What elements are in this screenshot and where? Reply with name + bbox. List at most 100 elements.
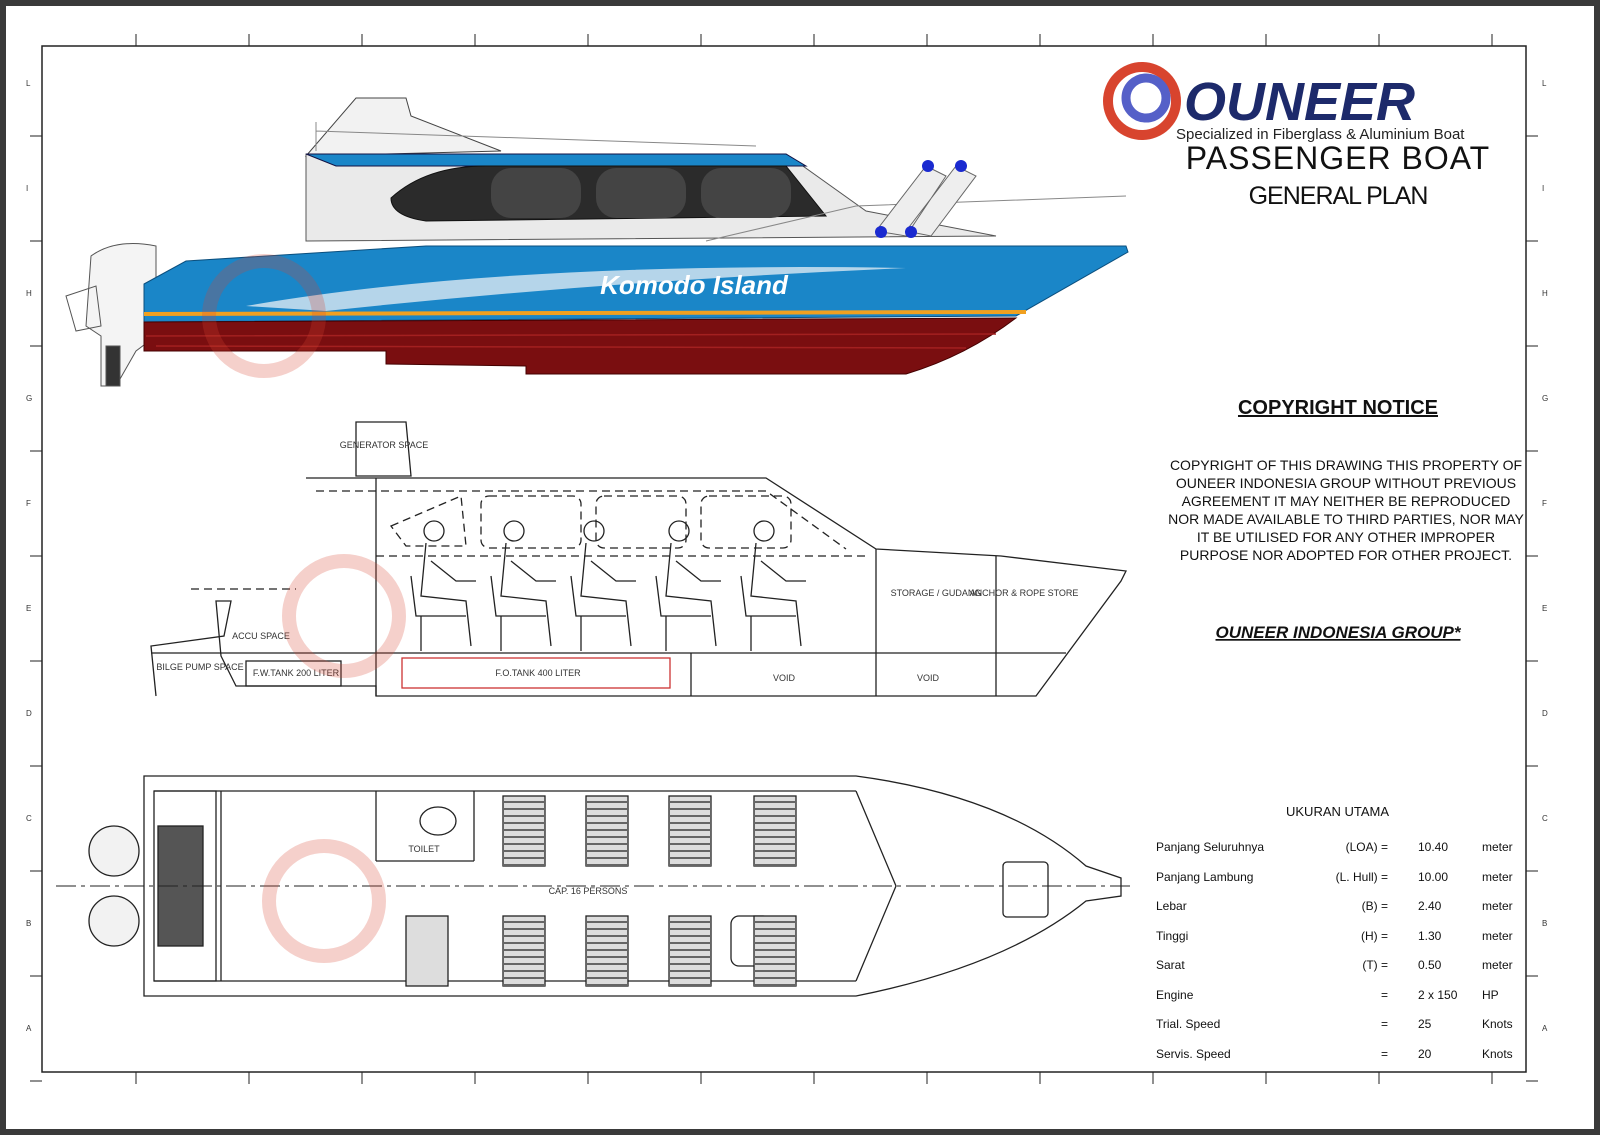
boat-name: Komodo Island [600, 270, 789, 300]
side-elevation: Komodo Island [65, 97, 1129, 387]
spec-code: (B) = [1361, 899, 1388, 913]
spec-row: Lebar (B) = 2.40 meter [1156, 899, 1516, 919]
label-bilge: BILGE PUMP SPACE [156, 662, 243, 672]
border-letter: E [26, 604, 31, 613]
spec-row: Engine = 2 x 150 HP [1156, 988, 1516, 1008]
profile-labels: GENERATOR SPACE ACCU SPACE BILGE PUMP SP… [156, 440, 1078, 683]
spec-value: 10.40 [1418, 840, 1449, 854]
border-letters: L L I I H H G G F F E E D D C C B B A A [26, 79, 1548, 1033]
label-anchor: ANCHOR & ROPE STORE [970, 588, 1079, 598]
outboard-engine-icon [65, 243, 157, 387]
spec-row: Tinggi (H) = 1.30 meter [1156, 929, 1516, 949]
spec-unit: meter [1482, 840, 1513, 854]
spec-row: Trial. Speed = 25 Knots [1156, 1017, 1516, 1037]
spec-label: Servis. Speed [1156, 1046, 1231, 1061]
seat-block [405, 915, 449, 987]
spec-value: 0.50 [1418, 958, 1442, 972]
spec-value: 2.40 [1418, 899, 1442, 913]
label-void-1: VOID [773, 673, 796, 683]
border-letter: F [1542, 499, 1547, 508]
watermark-logos [202, 254, 406, 963]
spec-row: Panjang Lambung (L. Hull) = 10.00 meter [1156, 870, 1516, 890]
spec-unit: meter [1482, 958, 1513, 972]
spec-unit: meter [1482, 869, 1513, 884]
spec-label: Panjang Lambung [1156, 869, 1254, 884]
spec-code: (L. Hull) = [1335, 869, 1388, 884]
spec-value: 20 [1418, 1046, 1432, 1061]
spec-label: Sarat [1156, 958, 1185, 972]
spec-label: Tinggi [1156, 928, 1189, 943]
ouneer-logo: OUNEER Specialized in Fiberglass & Alumi… [1103, 62, 1465, 143]
title-sub: GENERAL PLAN [1249, 182, 1428, 210]
label-capacity: CAP. 16 PERSONS [549, 886, 628, 896]
copyright-body: COPYRIGHT OF THIS DRAWING THIS PROPERTY … [1168, 457, 1524, 563]
label-generator: GENERATOR SPACE [340, 440, 429, 450]
spec-row: Sarat (T) = 0.50 meter [1156, 958, 1516, 978]
spec-code: (LOA) = [1345, 840, 1388, 854]
spec-label: Trial. Speed [1156, 1017, 1221, 1031]
copyright-signature: OUNEER INDONESIA GROUP* [1216, 623, 1462, 642]
border-letter: I [1542, 184, 1544, 193]
border-letter: G [1542, 394, 1548, 403]
border-letter: C [26, 814, 32, 823]
spec-code: = [1380, 987, 1388, 1002]
label-fw-tank: F.W.TANK 200 LITER [253, 668, 340, 678]
label-fo-tank: F.O.TANK 400 LITER [495, 668, 581, 678]
label-void-2: VOID [917, 673, 940, 683]
passenger-figures [410, 520, 806, 651]
border-letter: D [26, 709, 32, 718]
spec-unit: meter [1482, 928, 1513, 943]
spec-value: 2 x 150 [1418, 987, 1458, 1002]
spec-unit: Knots [1482, 1046, 1513, 1061]
specs-heading: UKURAN UTAMA [1286, 804, 1390, 819]
passenger-figure-icon [655, 520, 721, 651]
border-letter: L [1542, 79, 1547, 88]
passenger-figure-icon [570, 520, 636, 651]
spec-unit: meter [1482, 899, 1513, 913]
spec-code: (T) = [1362, 958, 1388, 972]
drawing-canvas: L L I I H H G G F F E E D D C C B B A A Komodo Island [26, 34, 1548, 1084]
passenger-figure-icon [490, 520, 556, 651]
deck-plan [56, 775, 1131, 997]
spec-row: Panjang Seluruhnya (LOA) = 10.40 meter [1156, 840, 1516, 860]
border-letter: G [26, 394, 32, 403]
copyright-heading: COPYRIGHT NOTICE [1238, 397, 1438, 419]
spec-label: Panjang Seluruhnya [1156, 840, 1265, 854]
spec-row: Servis. Speed = 20 Knots [1156, 1047, 1516, 1067]
border-letter: D [1542, 709, 1548, 718]
border-ticks [30, 34, 1538, 1084]
spec-unit: Knots [1482, 1017, 1513, 1031]
spec-value: 1.30 [1418, 928, 1442, 943]
border-letter: B [26, 919, 31, 928]
spec-label: Lebar [1156, 899, 1187, 913]
border-letter: C [1542, 814, 1548, 823]
passenger-figure-icon [410, 520, 476, 651]
spec-label: Engine [1156, 987, 1194, 1002]
brand-name: OUNEER [1184, 72, 1415, 132]
spec-code: (H) = [1361, 928, 1388, 943]
title-main: PASSENGER BOAT [1186, 140, 1490, 176]
border-letter: E [1542, 604, 1547, 613]
drawing-sheet: L L I I H H G G F F E E D D C C B B A A Komodo Island [6, 6, 1594, 1129]
label-accu: ACCU SPACE [232, 631, 290, 641]
spec-value: 10.00 [1418, 869, 1449, 884]
border-letter: H [1542, 289, 1548, 298]
inner-border [41, 45, 1527, 1073]
border-letter: L [26, 79, 31, 88]
border-letter: A [26, 1024, 32, 1033]
label-storage: STORAGE / GUDANG [891, 588, 982, 598]
border-letter: I [26, 184, 28, 193]
border-letter: A [1542, 1024, 1548, 1033]
brand-tagline: Specialized in Fiberglass & Aluminium Bo… [1176, 126, 1465, 143]
label-toilet: TOILET [408, 844, 440, 854]
spec-code: = [1380, 1017, 1388, 1031]
spec-code: = [1380, 1046, 1388, 1061]
spec-unit: HP [1482, 987, 1499, 1002]
border-letter: H [26, 289, 32, 298]
seat-rows [405, 795, 797, 987]
spec-value: 25 [1418, 1017, 1432, 1031]
passenger-figure-icon [740, 520, 806, 651]
border-letter: B [1542, 919, 1547, 928]
border-letter: F [26, 499, 31, 508]
